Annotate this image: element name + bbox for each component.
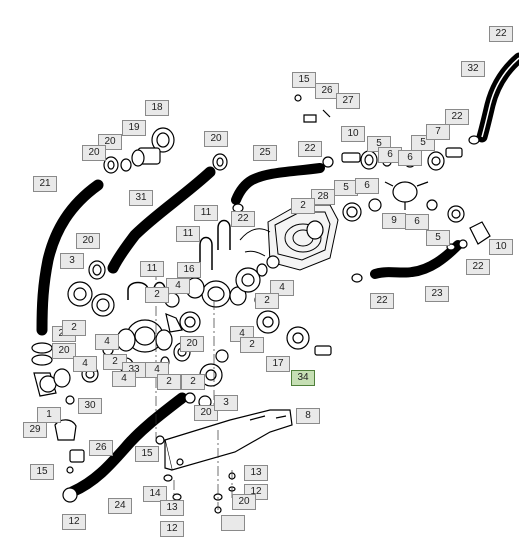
callout-32[interactable]: 32 <box>461 61 485 77</box>
callout-18[interactable]: 18 <box>145 100 169 116</box>
callout-24[interactable]: 24 <box>108 498 132 514</box>
callout-20[interactable]: 20 <box>194 405 218 421</box>
callout-21[interactable]: 21 <box>33 176 57 192</box>
top-left-fittings <box>103 94 331 213</box>
callout-20[interactable]: 20 <box>76 233 100 249</box>
callout-2[interactable]: 2 <box>145 287 169 303</box>
callout-25[interactable]: 25 <box>253 145 277 161</box>
alignment-lines <box>155 270 233 510</box>
callout-20[interactable]: 20 <box>82 145 106 161</box>
hose-24 <box>66 392 188 498</box>
callout-4[interactable]: 4 <box>166 278 190 294</box>
callout-22[interactable]: 22 <box>466 259 490 275</box>
callout-22[interactable]: 22 <box>231 211 255 227</box>
callout-22[interactable]: 22 <box>370 293 394 309</box>
hose-32 <box>476 52 519 143</box>
hose-25 <box>231 163 325 205</box>
callout-10[interactable]: 10 <box>489 239 513 255</box>
callout-2[interactable]: 2 <box>157 374 181 390</box>
callout-2[interactable]: 2 <box>62 320 86 336</box>
hose-21 <box>36 179 104 336</box>
callout-12[interactable]: 12 <box>160 521 184 537</box>
callout-15[interactable]: 15 <box>135 446 159 462</box>
callout-6[interactable]: 6 <box>355 178 379 194</box>
upper-fittings <box>306 135 491 283</box>
callout-4[interactable]: 4 <box>270 280 294 296</box>
hose-31 <box>107 166 216 274</box>
callout-11[interactable]: 11 <box>140 261 164 277</box>
callout-1[interactable]: 1 <box>37 407 61 423</box>
hose-32-inner <box>481 57 519 138</box>
callout-4[interactable]: 4 <box>73 356 97 372</box>
callout-34-highlighted[interactable]: 34 <box>291 370 315 386</box>
callout-22[interactable]: 22 <box>298 141 322 157</box>
bracket-8 <box>163 409 293 514</box>
callout-8[interactable]: 8 <box>296 408 320 424</box>
callout-14[interactable]: 14 <box>143 486 167 502</box>
callout-30[interactable]: 30 <box>78 398 102 414</box>
callout-26[interactable]: 26 <box>89 440 113 456</box>
callout-4[interactable]: 4 <box>95 334 119 350</box>
callout-5[interactable]: 5 <box>411 135 435 151</box>
callout-20[interactable]: 20 <box>204 131 228 147</box>
callout-2[interactable]: 2 <box>291 198 315 214</box>
callout-9[interactable]: 9 <box>382 213 406 229</box>
callout-3[interactable]: 3 <box>60 253 84 269</box>
hose-23 <box>370 240 463 279</box>
callout-7[interactable]: 7 <box>426 124 450 140</box>
callout-20[interactable]: 20 <box>52 343 76 359</box>
callout-13[interactable]: 20 <box>232 494 256 510</box>
callout-17[interactable]: 17 <box>266 356 290 372</box>
callout-28[interactable]: 28 <box>311 189 335 205</box>
center-tee <box>164 263 268 333</box>
callout-15[interactable]: 15 <box>30 464 54 480</box>
callout-15[interactable]: 15 <box>292 72 316 88</box>
callout-5[interactable]: 5 <box>426 230 450 246</box>
callout-22[interactable]: 22 <box>489 26 513 42</box>
callout-20[interactable]: 20 <box>180 336 204 352</box>
callout-11[interactable]: 11 <box>176 226 200 242</box>
callout-11[interactable]: 11 <box>194 205 218 221</box>
callout-20[interactable]: 12 <box>62 514 86 530</box>
callout-16[interactable]: 16 <box>177 262 201 278</box>
callout-6[interactable]: 6 <box>405 214 429 230</box>
callout-5[interactable]: 5 <box>334 180 358 196</box>
callout-6[interactable]: 6 <box>398 150 422 166</box>
callout-22[interactable]: 22 <box>445 109 469 125</box>
callout-2[interactable]: 2 <box>240 337 264 353</box>
callout-31[interactable]: 31 <box>129 190 153 206</box>
callout-27[interactable]: 27 <box>336 93 360 109</box>
callout-4[interactable]: 4 <box>112 371 136 387</box>
callout-2[interactable]: 2 <box>181 374 205 390</box>
callout-2[interactable]: 2 <box>255 293 279 309</box>
callout-29[interactable]: 29 <box>23 422 47 438</box>
callout-26[interactable]: 26 <box>315 83 339 99</box>
callout-10[interactable]: 10 <box>341 126 365 142</box>
callout-13[interactable]: 13 <box>244 465 268 481</box>
callout-13[interactable]: 13 <box>160 500 184 516</box>
right-middle-parts <box>254 255 332 356</box>
callout-23[interactable]: 23 <box>425 286 449 302</box>
callout-12[interactable] <box>221 515 245 531</box>
callout-3[interactable]: 3 <box>214 395 238 411</box>
callout-19[interactable]: 19 <box>122 120 146 136</box>
